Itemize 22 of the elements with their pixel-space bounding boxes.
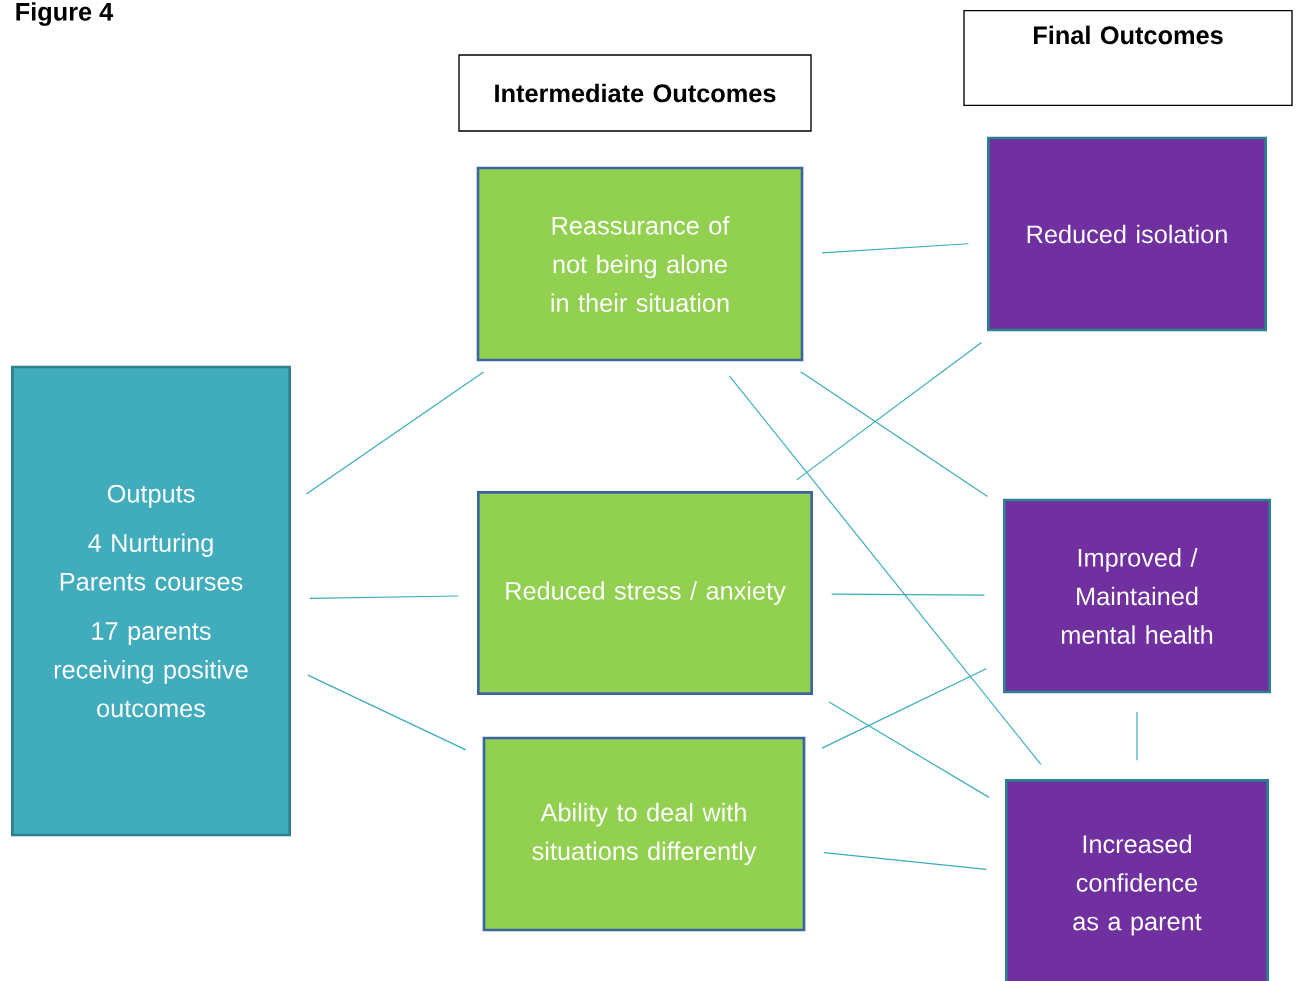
connector-line	[828, 701, 990, 798]
output-box: Outputs 4 Nurturing Parents courses 17 parents receiving positive outcomes	[11, 365, 291, 837]
outcome-box: Improved / Maintained mental health	[1003, 498, 1271, 694]
connector-line	[823, 852, 988, 871]
outcome-box: Reduced isolation	[987, 136, 1267, 332]
outcome-box: Reassurance of not being alone in their situation	[476, 166, 804, 362]
connector-line	[821, 668, 987, 749]
outcome-box: Increased confidence as a parent	[1005, 779, 1270, 981]
outcome-box: Reduced stress / anxiety	[477, 491, 813, 695]
connector-line	[821, 243, 969, 254]
connector-line	[728, 375, 1042, 766]
connector-line	[831, 593, 985, 596]
connector-line	[796, 341, 983, 481]
outcome-box: Ability to deal with situations differently	[482, 736, 806, 932]
connector-line	[309, 595, 459, 600]
heading-box: Intermediate Outcomes	[458, 54, 812, 132]
connector-line	[1136, 711, 1138, 761]
connector-line	[800, 371, 989, 498]
heading-box: Final Outcomes	[963, 10, 1293, 106]
figure-title: Figure 4	[16, 2, 114, 26]
connector-line	[305, 371, 485, 495]
connector-line	[307, 674, 467, 751]
